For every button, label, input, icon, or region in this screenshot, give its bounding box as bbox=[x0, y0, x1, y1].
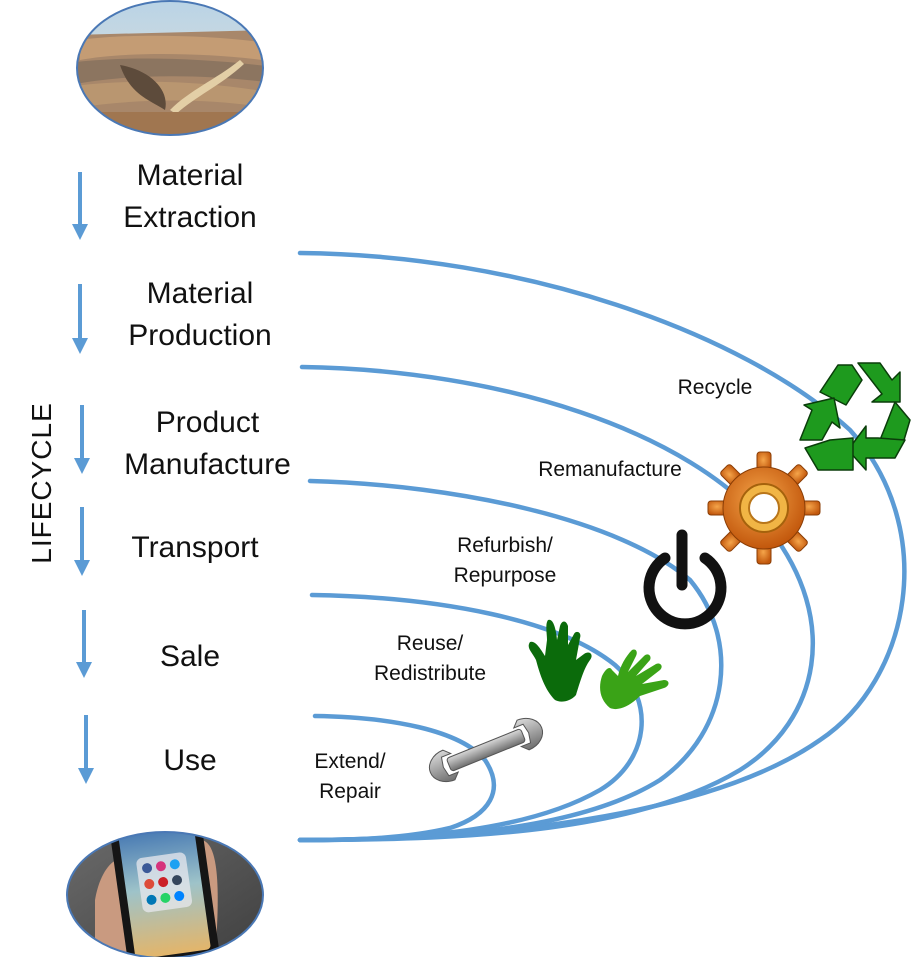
stage-transport: Transport bbox=[105, 527, 285, 569]
loop-label-line: Recycle bbox=[677, 376, 753, 399]
loop-label-line: Refurbish/ bbox=[457, 534, 553, 557]
loop-label-line: Remanufacture bbox=[538, 458, 682, 481]
stage-label-line: Production bbox=[128, 319, 272, 352]
loop-label-reuse: Reuse/ Redistribute bbox=[350, 629, 510, 689]
stage-label-line: Material bbox=[136, 159, 244, 192]
stage-product-manufacture: Product Manufacture bbox=[105, 402, 310, 486]
recycle-loop-curve bbox=[297, 250, 907, 843]
power-icon bbox=[643, 529, 727, 630]
wrench-icon bbox=[429, 717, 543, 783]
loop-label-line: Redistribute bbox=[373, 662, 487, 685]
stage-use: Use bbox=[100, 740, 280, 782]
stage-label-line: Manufacture bbox=[124, 448, 291, 481]
stage-label-line: Transport bbox=[131, 531, 259, 564]
stage-material-extraction: Material Extraction bbox=[100, 155, 280, 239]
loop-label-repair: Extend/ Repair bbox=[295, 747, 405, 807]
lifecycle-arrows bbox=[72, 172, 94, 784]
hands-icon bbox=[528, 619, 669, 710]
stage-label-line: Sale bbox=[159, 640, 221, 673]
recycle-icon bbox=[799, 362, 911, 471]
down-arrow-icon bbox=[74, 405, 90, 474]
stage-label-line: Material bbox=[146, 277, 254, 310]
down-arrow-icon bbox=[78, 715, 94, 784]
down-arrow-icon bbox=[76, 610, 92, 678]
gear-icon bbox=[707, 451, 821, 565]
stage-label-line: Extraction bbox=[123, 201, 257, 234]
remanufacture-loop-curve bbox=[297, 364, 815, 843]
lifecycle-axis-label: LIFECYCLE bbox=[22, 400, 62, 565]
stage-sale: Sale bbox=[100, 636, 280, 678]
down-arrow-icon bbox=[72, 284, 88, 354]
loop-label-line: Reuse/ bbox=[396, 632, 464, 655]
loop-label-remanufacture: Remanufacture bbox=[510, 455, 710, 485]
stage-material-production: Material Production bbox=[110, 273, 290, 357]
repair-loop-curve bbox=[297, 713, 497, 843]
lifecycle-axis-text: LIFECYCLE bbox=[26, 401, 57, 564]
down-arrow-icon bbox=[72, 172, 88, 240]
stage-label-line: Product bbox=[155, 406, 260, 439]
loop-label-recycle: Recycle bbox=[660, 373, 770, 403]
open-pit-mine-photo bbox=[76, 0, 264, 136]
reuse-loop-curve bbox=[297, 592, 644, 843]
down-arrow-icon bbox=[74, 507, 90, 576]
loop-label-line: Repair bbox=[319, 780, 381, 803]
loop-label-line: Repurpose bbox=[453, 564, 557, 587]
refurbish-loop-curve bbox=[297, 478, 724, 843]
loop-label-refurbish: Refurbish/ Repurpose bbox=[430, 531, 580, 591]
loop-label-line: Extend/ bbox=[314, 750, 386, 773]
stage-label-line: Use bbox=[163, 744, 217, 777]
smartphone-in-hand-photo bbox=[66, 831, 264, 957]
